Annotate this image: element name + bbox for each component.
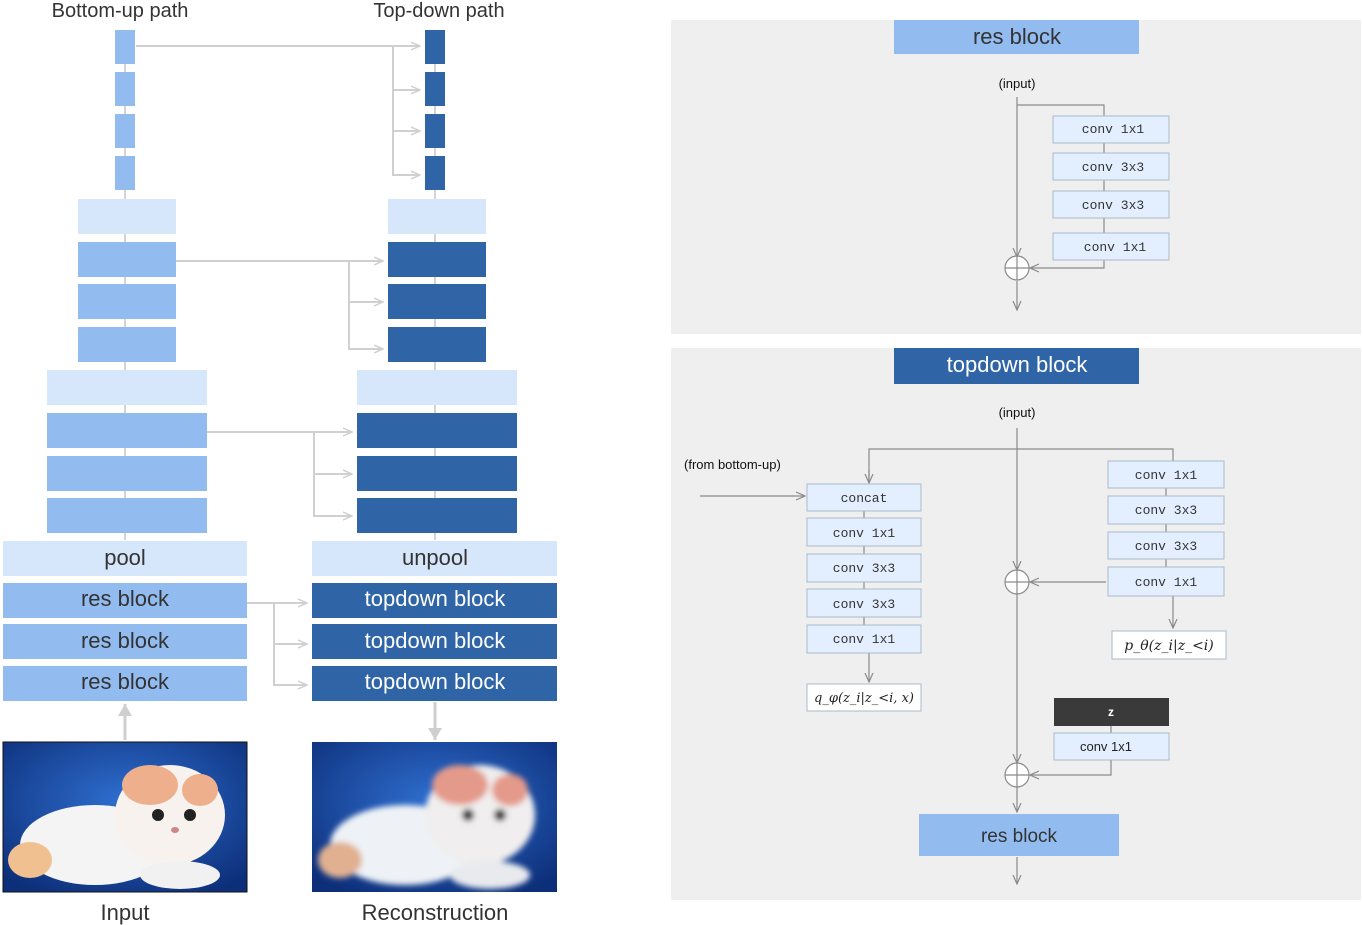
topdown-adder-2	[1004, 762, 1030, 788]
top-down-level-1: unpool topdown block topdown block topdo…	[312, 541, 557, 701]
res-layer-2: conv 3x3	[1082, 160, 1144, 175]
z-block	[1054, 698, 1169, 726]
top-down-level-3	[388, 199, 486, 362]
topdown-block-label-2: topdown block	[365, 628, 507, 653]
topdown-block-label-3: topdown block	[365, 669, 507, 694]
unpool-label: unpool	[402, 545, 468, 570]
posterior-output: q_φ(z_i|z_<i, x)	[814, 691, 914, 706]
skip-connections	[136, 46, 420, 685]
posterior-layer-2: conv 1x1	[833, 526, 896, 541]
bottom-up-level-4	[115, 30, 135, 190]
res-panel-title-box	[894, 20, 1139, 54]
res-block-3	[3, 666, 247, 701]
prior-layer-3: conv 3x3	[1135, 539, 1197, 554]
res-layer-1: conv 1x1	[1082, 122, 1145, 137]
input-cat-image	[2, 741, 248, 893]
prior-layer-4: conv 1x1	[1135, 575, 1198, 590]
pool-block	[3, 541, 247, 576]
res-layer-4: conv 1x1	[1084, 240, 1147, 255]
posterior-layer-5: conv 1x1	[833, 632, 896, 647]
topdown-block-1	[312, 583, 557, 618]
topdown-block-2	[312, 624, 557, 659]
topdown-panel-title-box	[894, 348, 1139, 384]
bottom-up-level-2	[47, 370, 207, 533]
unpool-block	[312, 541, 557, 576]
res-block-label-3: res block	[81, 669, 170, 694]
topdown-panel-input-label: (input)	[999, 405, 1036, 420]
bottom-up-level-3	[78, 199, 176, 362]
res-panel-title: res block	[973, 24, 1062, 49]
posterior-layer-3: conv 3x3	[833, 561, 895, 576]
topdown-block-label-1: topdown block	[365, 586, 507, 611]
reconstruction-caption: Reconstruction	[362, 900, 509, 925]
res-block-2	[3, 624, 247, 659]
res-panel-adder	[1004, 255, 1030, 281]
topdown-res-block	[919, 814, 1119, 856]
prior-layer-1: conv 1x1	[1135, 468, 1198, 483]
res-panel-input-label: (input)	[999, 76, 1036, 91]
topdown-block-panel: topdown block (input) (from bottom-up)	[671, 348, 1361, 900]
res-block-panel: res block (input) conv 1x1 conv 3x3 conv…	[671, 20, 1361, 334]
topdown-res-block-label: res block	[981, 826, 1058, 847]
topdown-panel-title: topdown block	[947, 352, 1089, 377]
top-down-title: Top-down path	[373, 0, 504, 22]
bottom-up-level-1: pool res block res block res block	[3, 541, 247, 701]
z-label: z	[1108, 705, 1114, 719]
pool-label: pool	[104, 545, 146, 570]
top-down-level-2	[357, 370, 517, 533]
bottom-up-title: Bottom-up path	[52, 0, 189, 22]
res-block-label-1: res block	[81, 586, 170, 611]
posterior-layer-1: concat	[841, 491, 888, 506]
res-block-1	[3, 583, 247, 618]
prior-output: p_θ(z_i|z_<i)	[1124, 638, 1213, 654]
prior-layer-2: conv 3x3	[1135, 503, 1197, 518]
from-bottom-up-label: (from bottom-up)	[684, 457, 781, 472]
topdown-block-3	[312, 666, 557, 701]
input-caption: Input	[101, 900, 150, 925]
top-down-level-4	[425, 30, 445, 190]
res-layer-3: conv 3x3	[1082, 198, 1144, 213]
topdown-adder-1	[1004, 569, 1030, 595]
reconstruction-cat-image	[312, 742, 557, 892]
posterior-layer-4: conv 3x3	[833, 597, 895, 612]
res-block-label-2: res block	[81, 628, 170, 653]
z-conv-label: conv 1x1	[1080, 739, 1132, 754]
